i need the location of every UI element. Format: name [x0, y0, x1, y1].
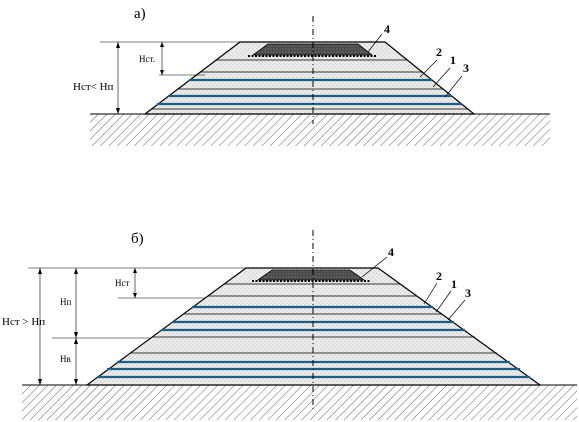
ballast-b	[252, 269, 370, 282]
marker-2: 2	[436, 45, 442, 59]
panel-a: а) Нст< Нп Нст. 4 2 1 3	[73, 6, 550, 146]
panel-a-title: а)	[134, 6, 146, 22]
dim-top-b: Нст	[115, 278, 129, 288]
dimensions-b	[28, 267, 246, 385]
panel-b: б) Нст > Нп Нст Нп Нв 4 2 1 3	[2, 230, 577, 420]
marker-1: 1	[450, 53, 456, 67]
dim-mid-b: Нп	[60, 297, 71, 307]
ballast-a	[248, 43, 376, 57]
dim-total-b: Нст > Нп	[2, 316, 45, 328]
dimensions-a	[100, 41, 240, 114]
ground-b	[22, 384, 577, 420]
marker-4: 4	[388, 245, 394, 259]
layers-a	[151, 59, 468, 110]
panel-b-title: б)	[131, 231, 144, 247]
leaders-a	[367, 33, 463, 98]
marker-2: 2	[436, 269, 442, 283]
dim-bottom-b: Нв	[60, 354, 71, 364]
leaders-b	[361, 256, 466, 321]
dim-top-a: Нст.	[139, 54, 155, 64]
marker-1: 1	[451, 277, 457, 291]
ground-a	[90, 113, 550, 146]
marker-4: 4	[384, 22, 390, 36]
marker-3: 3	[463, 61, 469, 75]
dim-total-a: Нст< Нп	[73, 81, 114, 93]
marker-3: 3	[465, 286, 471, 300]
